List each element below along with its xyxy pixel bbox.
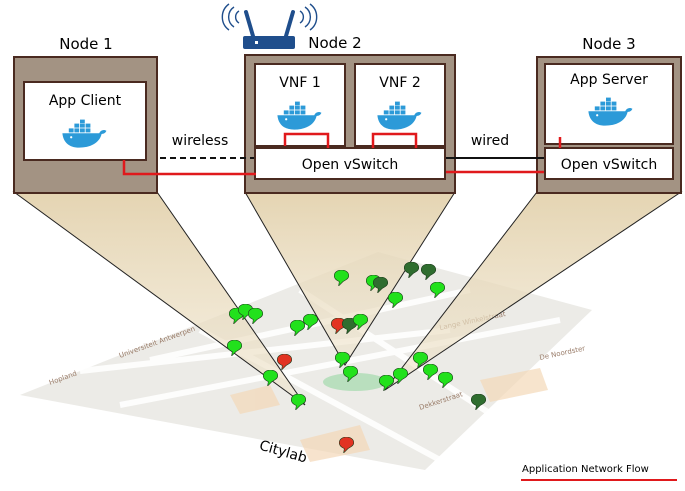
map-park: [323, 373, 387, 391]
wifi-router-icon: [221, 3, 318, 49]
legend-label: Application Network Flow: [522, 464, 649, 475]
wired-label: wired: [471, 133, 509, 149]
legend: Application Network Flow: [521, 464, 677, 481]
node-2-title: Node 2: [308, 34, 361, 52]
node-2: Node 2 VNF 1 VNF 2 Open vSwitch: [221, 3, 456, 194]
wireless-label: wireless: [172, 133, 229, 149]
app-client-label: App Client: [49, 93, 122, 109]
node-2-open-vswitch[interactable]: [254, 147, 446, 180]
application-flow: [122, 132, 562, 176]
vnf-2-label: VNF 2: [379, 75, 420, 91]
app-client-container[interactable]: [23, 81, 147, 161]
app-server-label: App Server: [570, 72, 648, 88]
node-3: Node 3 App Server Open vSwitch: [536, 35, 682, 194]
node-1: Node 1 App Client: [13, 35, 158, 194]
vnf-1-label: VNF 1: [279, 75, 320, 91]
node-3-open-vswitch[interactable]: [544, 147, 674, 180]
vnf-1-container[interactable]: [254, 63, 346, 147]
links: wireless wired: [160, 133, 544, 159]
map-blocks: [230, 368, 548, 462]
node-1-title: Node 1: [59, 35, 112, 53]
node-3-title: Node 3: [582, 35, 635, 53]
vnf-2-container[interactable]: [354, 63, 446, 147]
node-2-open-vswitch-label: Open vSwitch: [302, 157, 398, 173]
node-3-open-vswitch-label: Open vSwitch: [561, 157, 657, 173]
